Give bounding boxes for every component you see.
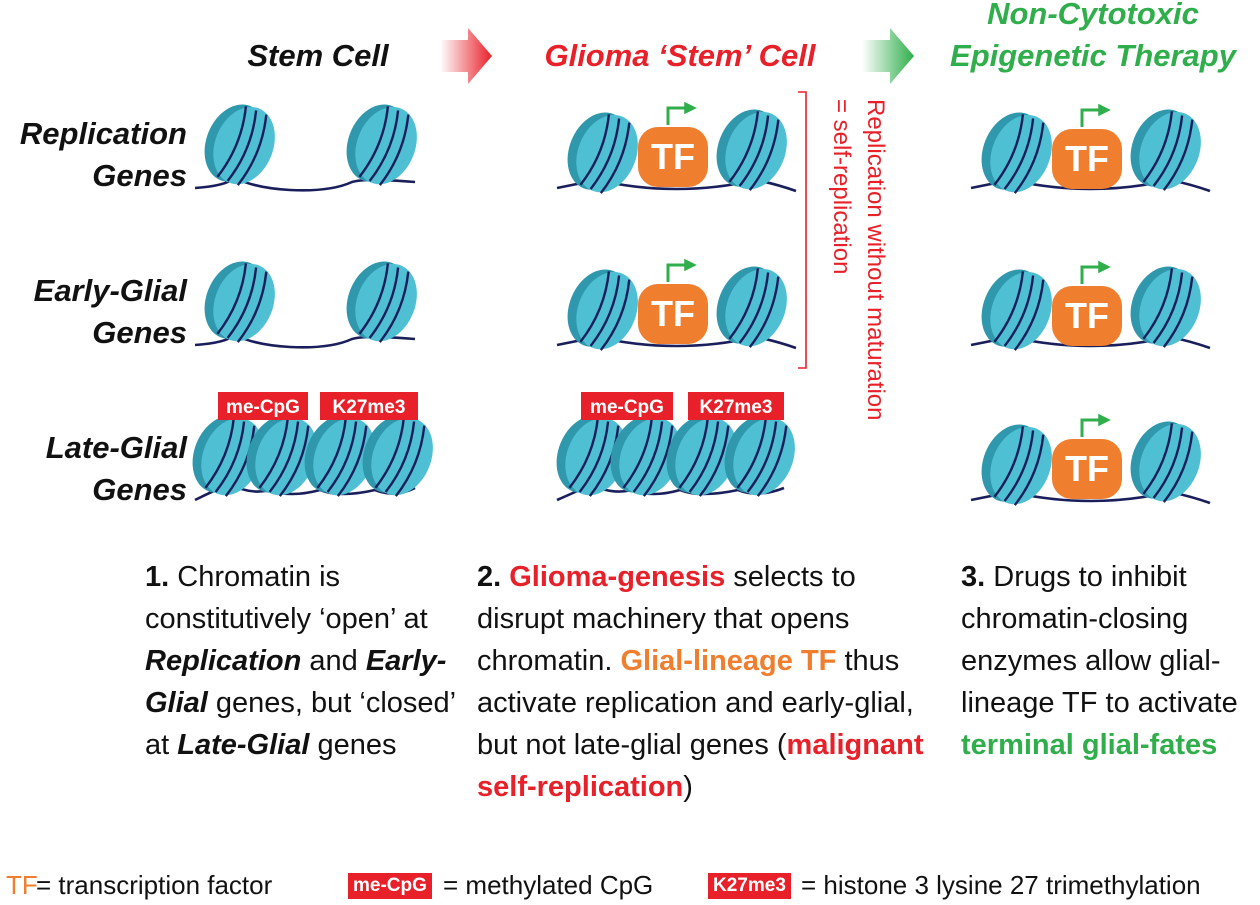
nucleosome [204, 104, 275, 186]
nucleosome [362, 415, 433, 497]
header-glioma-stem-cell: Glioma ‘Stem’ Cell [544, 38, 816, 73]
nucleosome [346, 104, 417, 186]
tf-label: TF [651, 293, 695, 334]
nucleosome [716, 109, 787, 191]
methyl-cpg-label: me-CpG [226, 397, 300, 418]
bracket-note-line1: Replication without maturation [862, 99, 889, 421]
activation-arrow-icon [666, 101, 697, 125]
row-label-late-glial-genes: Genes [92, 472, 187, 507]
tf-label: TF [651, 136, 695, 177]
description-therapy: 3. Drugs to inhibit chromatin-closing en… [961, 561, 1238, 761]
nucleosome [304, 415, 375, 497]
nucleosome [981, 424, 1052, 506]
tf-box [638, 284, 708, 344]
nucleosome [981, 112, 1052, 194]
tf-box [1052, 129, 1122, 189]
row-label-late-glial: Late-Glial [46, 430, 189, 465]
nucleosome [246, 415, 317, 497]
description-glioma-cell: 2. Glioma-genesis selects to disrupt mac… [477, 561, 924, 803]
activation-arrow-icon [1080, 413, 1111, 437]
nucleosome [1130, 109, 1201, 191]
k27me3-label: K27me3 [333, 397, 406, 418]
row-label-early-glial: Early-Glial [34, 273, 189, 308]
legend-k27-key: K27me3 [708, 873, 791, 899]
legend-tf-key: TF [6, 870, 38, 900]
methyl-cpg-label: me-CpG [590, 397, 664, 418]
transcription-factor: TF [1052, 103, 1122, 189]
transcription-factor: TF [638, 101, 708, 187]
tf-box [638, 127, 708, 187]
nucleosome [556, 415, 627, 497]
progression-arrow-red [440, 28, 492, 84]
tf-label: TF [1065, 295, 1109, 336]
self-replication-bracket [798, 91, 807, 369]
legend-k27-definition: = histone 3 lysine 27 trimethylation [801, 870, 1201, 900]
bracket-note-line2: = self-replication [828, 99, 855, 274]
header-therapy-line1: Non-Cytotoxic [987, 0, 1199, 31]
tf-label: TF [1065, 138, 1109, 179]
nucleosome [567, 112, 638, 194]
nucleosome [716, 266, 787, 348]
header-stem-cell: Stem Cell [247, 38, 390, 73]
k27me3-label: K27me3 [700, 397, 773, 418]
methyl-cpg-mark-col2: me-CpG [581, 392, 673, 420]
legend-methyl-key: me-CpG [348, 873, 432, 899]
nucleosome [610, 415, 681, 497]
description-stem-cell: 1. Chromatin is constitutively ‘open’ at… [145, 561, 456, 761]
legend: TF = transcription factor me-CpG = methy… [6, 870, 1260, 905]
tf-label: TF [1065, 448, 1109, 489]
nucleosome [666, 415, 737, 497]
row-label-replication-genes: Genes [92, 158, 187, 193]
chromatin-groups: TF TF TF TF TF [192, 101, 1211, 506]
header-therapy-line2: Epigenetic Therapy [950, 38, 1238, 73]
progression-arrow-green [862, 28, 914, 84]
nucleosome [1130, 421, 1201, 503]
nucleosome [567, 269, 638, 351]
nucleosome [724, 415, 795, 497]
legend-tf-definition: = transcription factor [36, 870, 273, 900]
nucleosome [981, 269, 1052, 351]
activation-arrow-icon [666, 258, 697, 282]
transcription-factor: TF [1052, 260, 1122, 346]
nucleosome [1130, 266, 1201, 348]
transcription-factor: TF [638, 258, 708, 344]
tf-box [1052, 286, 1122, 346]
k27me3-mark-col2: K27me3 [688, 392, 784, 420]
activation-arrow-icon [1080, 260, 1111, 284]
nucleosome [192, 415, 263, 497]
nucleosome [346, 261, 417, 343]
transcription-factor: TF [1052, 413, 1122, 499]
nucleosome [204, 261, 275, 343]
legend-methyl-definition: = methylated CpG [443, 870, 654, 900]
activation-arrow-icon [1080, 103, 1111, 127]
bracket-note: Replication without maturation = self-re… [828, 99, 889, 421]
tf-box [1052, 439, 1122, 499]
row-label-early-glial-genes: Genes [92, 315, 187, 350]
row-label-replication: Replication [20, 116, 187, 151]
k27me3-mark-col1: K27me3 [320, 392, 418, 420]
methyl-cpg-mark-col1: me-CpG [218, 392, 308, 420]
